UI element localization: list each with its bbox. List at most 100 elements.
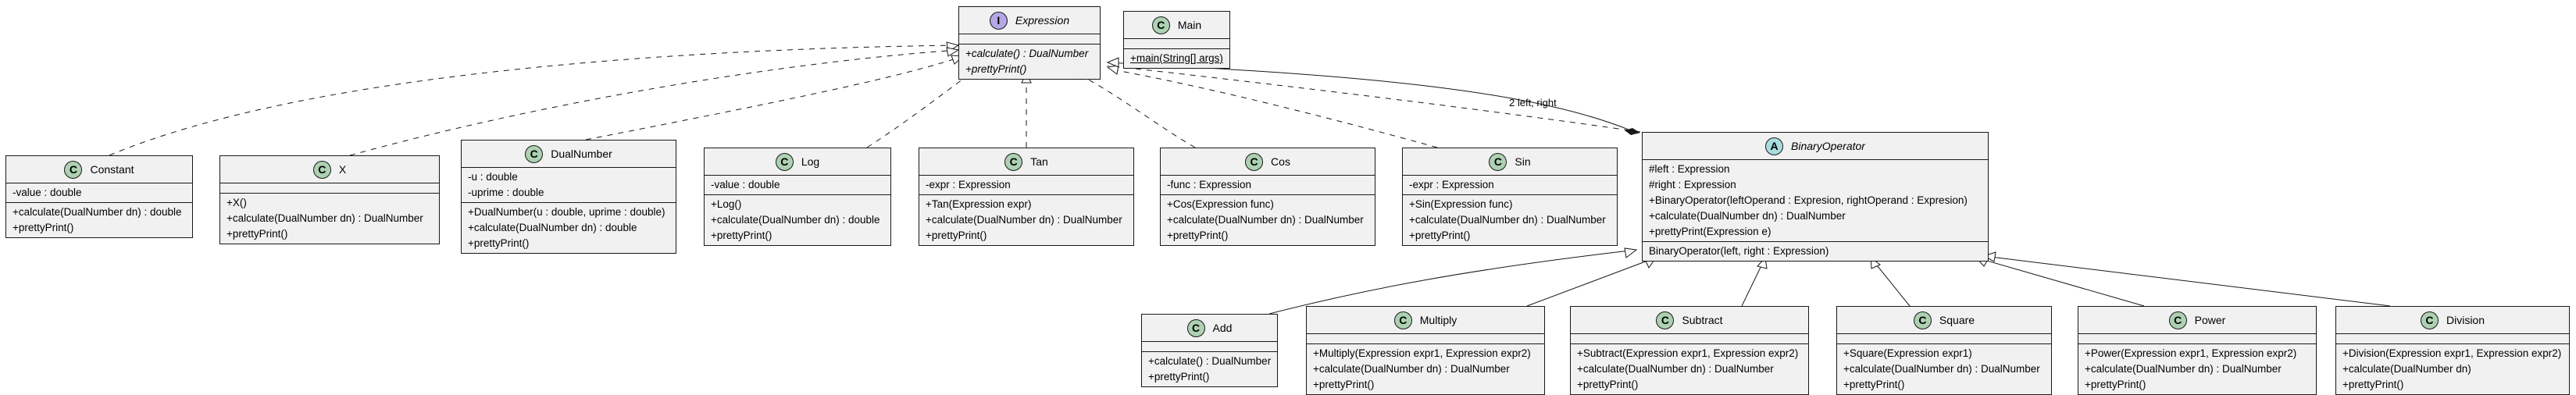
fields-section [1307,334,1544,344]
methods-section: +Square(Expression expr1) +calculate(Dua… [1837,344,2051,394]
class-icon: C [1489,152,1507,171]
class-icon: C [1151,16,1170,34]
methods-section: +DualNumber(u : double, uprime : double)… [462,203,676,253]
class-name: Power [2194,314,2226,326]
fields-section [2078,334,2316,344]
edge-dualnumber-expression [585,55,964,141]
method: +prettyPrint() [926,230,987,241]
field: -uprime : double [468,187,544,198]
class-add[interactable]: C Add +calculate() : DualNumber +prettyPr… [1141,314,1278,387]
class-name: Square [1939,314,1975,326]
methods-section: +Tan(Expression expr) +calculate(DualNum… [919,195,1133,245]
class-name: DualNumber [551,148,612,160]
class-power[interactable]: C Power +Power(Expression expr1, Expressi… [2078,306,2317,395]
method: +calculate(DualNumber dn) : DualNumber [1843,363,2040,375]
class-name: Log [801,155,820,168]
method: +prettyPrint() [2085,379,2146,390]
edge-constant-expression [109,44,959,156]
methods-section: +Subtract(Expression expr1, Expression e… [1571,344,1808,394]
method: BinaryOperator(left, right : Expression) [1649,245,1829,257]
fields-section: -u : double -uprime : double [462,168,676,203]
class-icon: C [64,160,83,179]
edge-binaryoperator-expression [1107,65,1641,133]
methods-section: +Power(Expression expr1, Expression expr… [2078,344,2316,394]
method: +Sin(Expression func) [1409,198,1513,210]
class-name: Main [1177,19,1202,31]
methods-section: +calculate(DualNumber dn) : double +pret… [6,203,192,237]
arrowhead-division [1982,251,1996,262]
field: -u : double [468,171,518,183]
fields-section: -expr : Expression [919,176,1133,195]
method: +calculate() : DualNumber [1148,355,1272,367]
edge-multiply-binaryoperator [1526,257,1657,307]
class-icon: C [312,160,331,179]
fields-section: #left : Expression #right : Expression +… [1643,160,1988,242]
method: +prettyPrint() [1148,371,1210,383]
method: +X() [227,197,247,208]
method: +Power(Expression expr1, Expression expr… [2085,347,2297,359]
class-name: Add [1212,322,1233,334]
edge-power-binaryoperator [1975,257,2145,307]
method: +Log() [711,198,742,210]
methods-section: +Division(Expression expr1, Expression e… [2336,344,2569,394]
method: +calculate(DualNumber dn) : DualNumber [1409,214,1606,226]
arrowhead-binaryop-expr [1106,57,1119,68]
field: +prettyPrint(Expression e) [1649,226,1771,237]
method: +calculate(DualNumber dn) : DualNumber [926,214,1122,226]
method: +Division(Expression expr1, Expression e… [2342,347,2562,359]
class-icon: C [1245,152,1264,171]
class-name: Cos [1271,155,1290,168]
method: +prettyPrint() [965,63,1027,75]
methods-section: +calculate() : DualNumber +prettyPrint() [1142,352,1277,386]
field: -func : Expression [1167,179,1252,190]
methods-section: +main(String[] args) [1124,49,1229,68]
class-name: Tan [1030,155,1048,168]
class-icon: C [2168,311,2187,329]
arrowhead-sin-bo [1106,65,1119,75]
class-name: Subtract [1682,314,1723,326]
method: +prettyPrint() [227,228,288,240]
class-main[interactable]: C Main +main(String[] args) [1123,11,1230,69]
fields-section [1837,334,2051,344]
method: +Tan(Expression expr) [926,198,1032,210]
abstract-class-icon: A [1765,137,1784,155]
method: +prettyPrint() [1167,230,1229,241]
method: +Multiply(Expression expr1, Expression e… [1313,347,1531,359]
fields-section: -value : double [705,176,890,195]
field: -expr : Expression [926,179,1011,190]
class-icon: C [1186,318,1205,337]
methods-section: +calculate() : DualNumber +prettyPrint() [959,44,1100,79]
fields-section [2336,334,2569,344]
class-name: Constant [90,163,134,176]
fields-section [1124,39,1229,49]
edge-cos-expression [1073,71,1196,148]
method: +prettyPrint() [12,222,74,233]
method: +prettyPrint() [711,230,772,241]
methods-section: +Log() +calculate(DualNumber dn) : doubl… [705,195,890,245]
class-icon: C [1393,311,1412,329]
methods-section: +Multiply(Expression expr1, Expression e… [1307,344,1544,394]
method: +calculate(DualNumber dn) : double [12,206,182,218]
fields-section [1142,342,1277,352]
method: +prettyPrint() [1313,379,1375,390]
fields-section [220,183,439,194]
class-name: Division [2446,314,2485,326]
method: +calculate(DualNumber dn) : DualNumber [2085,363,2282,375]
method: +main(String[] args) [1130,52,1223,64]
field: +calculate(DualNumber dn) : DualNumber [1649,210,1846,222]
method: +calculate() : DualNumber [965,48,1089,59]
fields-section [1571,334,1808,344]
